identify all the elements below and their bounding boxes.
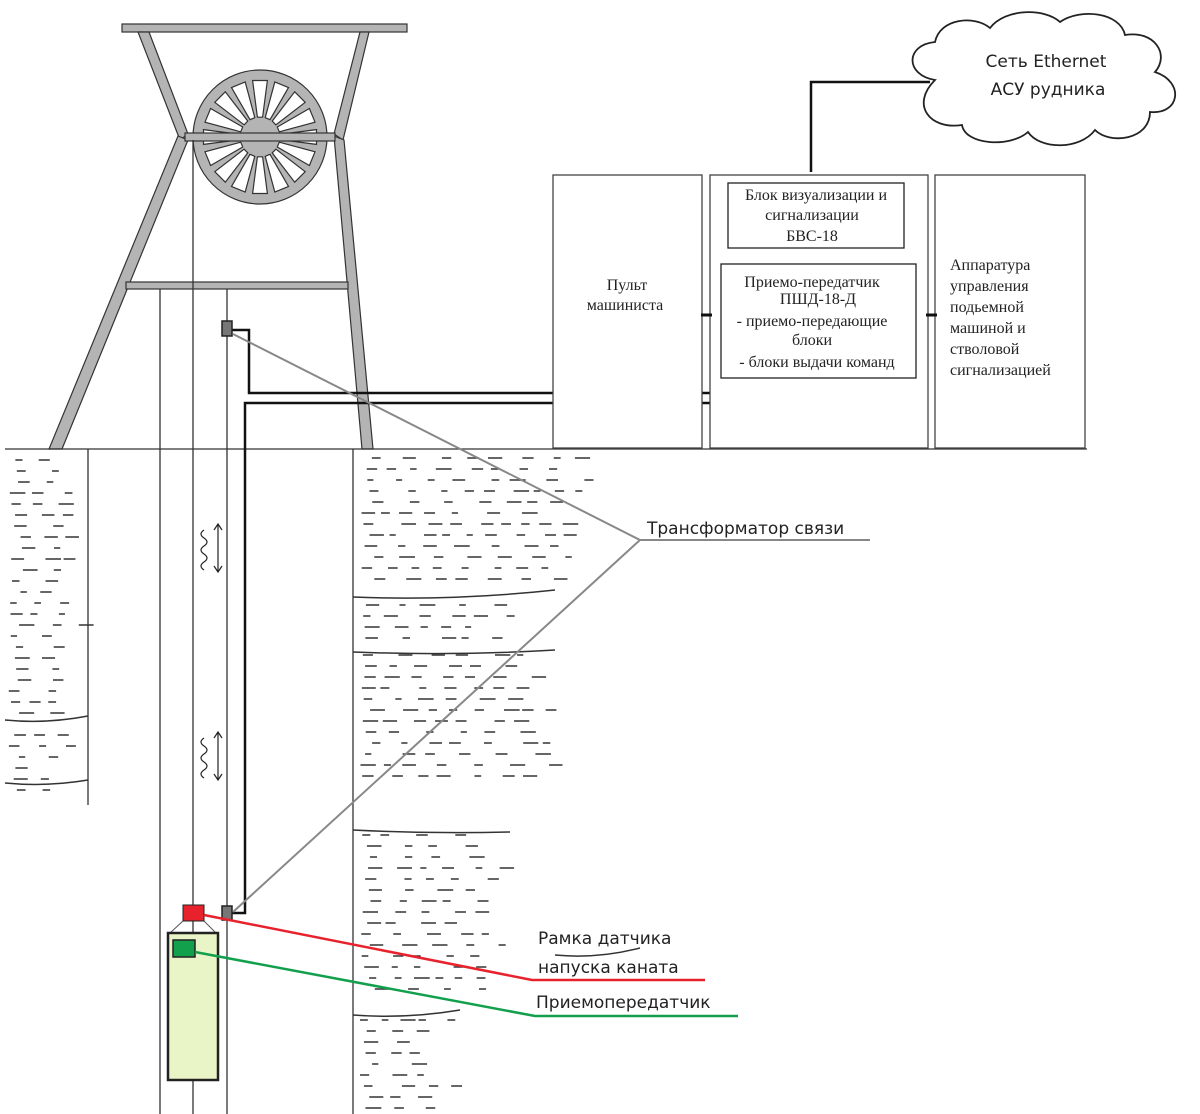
console-label: Пульт [607, 277, 648, 294]
transceiver-callout: Приемопередатчик [536, 993, 711, 1013]
cloud-label: Сеть Ethernet [986, 52, 1107, 72]
coupling-transformer-top [221, 320, 233, 337]
double-arrow-icon [213, 522, 223, 574]
console-label: машиниста [587, 297, 664, 314]
stratum-boundary [352, 589, 556, 599]
stratum-boundary [352, 1009, 461, 1017]
control-label: подьемной [950, 299, 1024, 316]
stratum-boundary [352, 649, 556, 655]
wheel-spoke-gap [204, 107, 244, 133]
stratum-boundary [4, 715, 89, 723]
rock-strata [4, 457, 641, 1109]
sensor-frame-callout: напуска каната [538, 958, 679, 978]
transceiver-label: - приемо-передающие [737, 313, 888, 330]
transformer-callout: Трансформатор связи [646, 519, 844, 539]
transceiver-box [720, 263, 917, 379]
control-label: управления [950, 278, 1029, 295]
transceiver-label: Приемо-передатчик [744, 274, 880, 291]
control-box [934, 174, 1086, 449]
transceiver-label: блоки [792, 332, 833, 349]
wave-icon [200, 529, 208, 571]
bvs-label: сигнализации [765, 207, 859, 224]
bvs-label: БВС-18 [786, 228, 838, 245]
wheel-spoke-gap [264, 81, 290, 121]
console-box [552, 174, 703, 449]
control-label: Аппаратура [950, 257, 1030, 274]
wheel-spoke-gap [230, 81, 256, 121]
cage-transceiver [172, 939, 196, 958]
control-label: стволовой [950, 341, 1020, 358]
stratum-boundary [554, 947, 641, 957]
wheel-spoke-gap [213, 148, 249, 184]
stratum-boundary [4, 779, 89, 786]
signal-waves [200, 522, 223, 782]
headframe [48, 23, 408, 450]
ethernet-cable [809, 80, 930, 172]
control-label: машиной и [950, 320, 1026, 337]
transceiver-label: - блоки выдачи команд [739, 354, 894, 371]
wheel-spoke-gap [230, 153, 256, 193]
sensor-frame-callout: Рамка датчика [538, 929, 671, 949]
wheel-spoke-gap [204, 141, 244, 167]
bvs-box [727, 182, 905, 249]
wheel-spoke-gap [271, 90, 307, 126]
transceiver-label: ПШД-18-Д [780, 291, 856, 308]
sensor-frame [182, 904, 205, 922]
double-arrow-icon [213, 730, 223, 782]
cloud-label: АСУ рудника [991, 80, 1106, 100]
wheel-spoke-gap [271, 148, 307, 184]
sensor-frame-leader [203, 913, 705, 982]
ethernet-cloud [911, 11, 1176, 147]
wheel-spoke-gap [251, 156, 269, 195]
bvs-label: Блок визуализации и [745, 187, 888, 204]
transceiver-leader [194, 950, 738, 1018]
wheel-spoke-gap [276, 141, 316, 167]
control-label: сигнализацией [950, 362, 1051, 379]
wave-icon [200, 737, 208, 779]
stratum-boundary [352, 829, 511, 834]
wheel-spoke-gap [251, 79, 269, 118]
wheel-spoke-gap [264, 153, 290, 193]
wheel-spoke-gap [276, 107, 316, 133]
wheel-spoke-gap [213, 90, 249, 126]
transformer-leaders [232, 333, 870, 913]
